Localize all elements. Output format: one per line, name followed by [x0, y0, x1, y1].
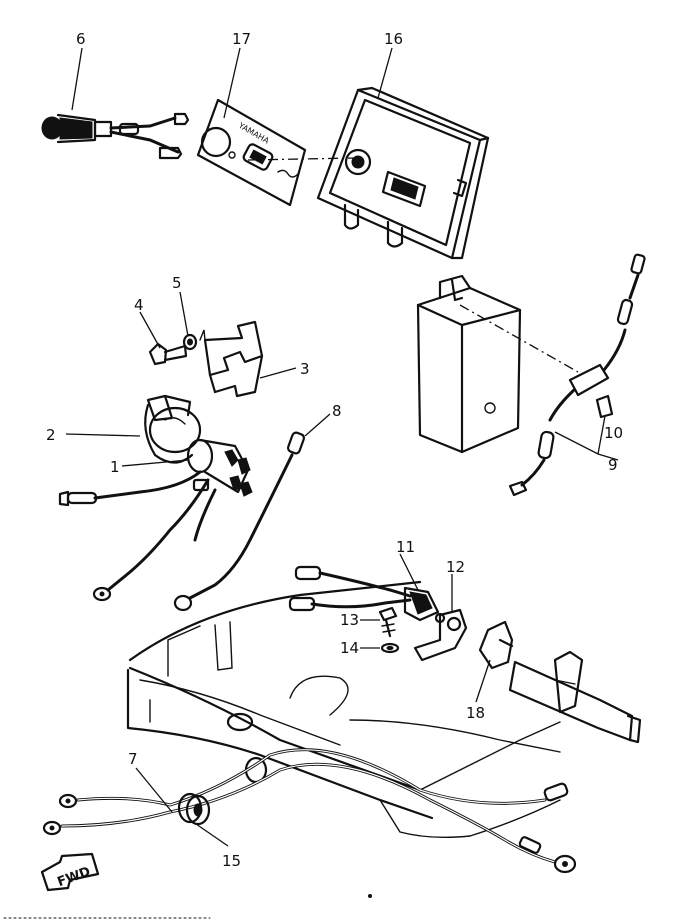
part-18-lever	[478, 620, 642, 744]
callout-5: 5	[172, 274, 182, 292]
part-13-screw	[378, 606, 398, 638]
callout-10: 10	[604, 424, 623, 442]
part-9-unit	[416, 253, 646, 497]
part-15-grommet	[177, 792, 211, 826]
callout-7: 7	[128, 750, 138, 768]
part-7-harness	[42, 748, 577, 874]
callout-2: 2	[46, 426, 56, 444]
callout-12: 12	[446, 558, 465, 576]
leader-lines	[65, 47, 619, 847]
callout-9: 9	[608, 456, 618, 474]
callout-11: 11	[396, 538, 415, 556]
callout-16: 16	[384, 30, 403, 48]
part-16-box	[316, 86, 490, 260]
callout-6: 6	[76, 30, 86, 48]
callout-18: 18	[466, 704, 485, 722]
part-5-washer	[182, 333, 198, 351]
callout-labels: 6 17 16 4 5 3 2 1 8 10 9 11 12 13 14 18 …	[46, 30, 623, 870]
part-14-washer	[380, 642, 400, 654]
part-4-bolt	[148, 342, 188, 366]
part-2-clamp	[144, 394, 202, 464]
fwd-label: FWD	[55, 864, 92, 890]
callout-15: 15	[222, 852, 241, 870]
callout-1: 1	[110, 458, 120, 476]
part-6-switch	[41, 112, 190, 160]
callout-13: 13	[340, 611, 359, 629]
callout-14: 14	[340, 639, 359, 657]
part-8-cable	[173, 431, 306, 612]
part-11-switch	[288, 565, 446, 624]
part-3-bracket	[199, 320, 264, 398]
callout-4: 4	[134, 296, 144, 314]
callout-3: 3	[300, 360, 310, 378]
lower-housing	[126, 580, 561, 839]
callout-17: 17	[232, 30, 251, 48]
callout-8: 8	[332, 402, 342, 420]
part-12-plate	[413, 608, 468, 662]
part-1-relay	[58, 438, 253, 602]
scan-dot	[368, 894, 372, 898]
brand-text: YAMAHA	[236, 120, 271, 145]
fwd-arrow: FWD	[40, 852, 100, 892]
